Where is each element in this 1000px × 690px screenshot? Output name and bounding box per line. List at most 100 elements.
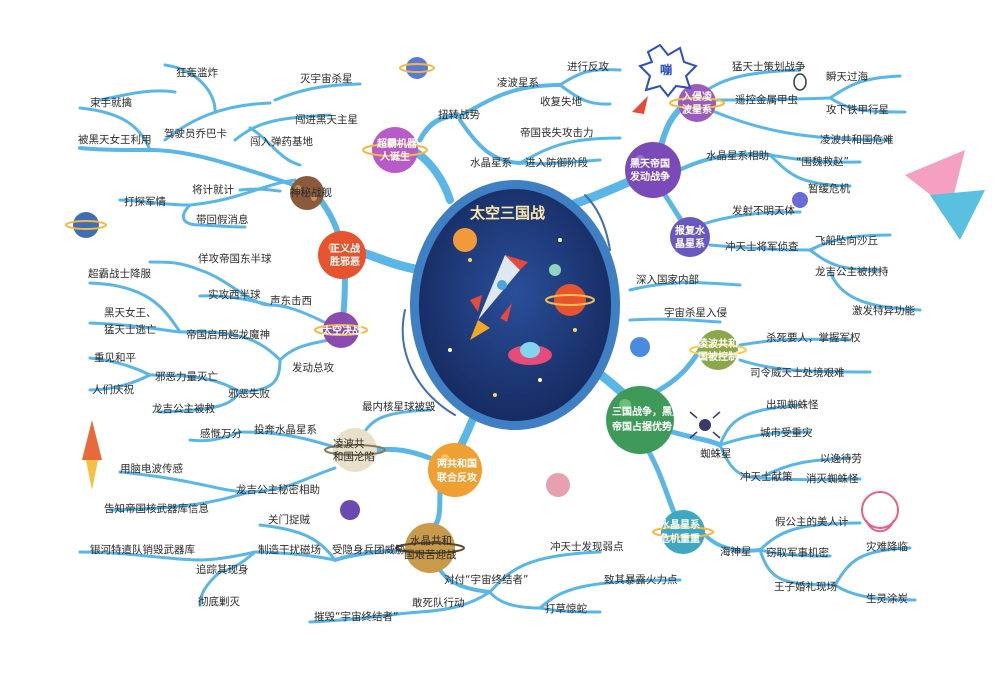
planet-label-zhengyi-1: 正义战 [330, 242, 360, 255]
label: 告知帝国核武器库信息 [104, 502, 209, 515]
label: 遥控金属甲虫 [735, 93, 798, 106]
beetle-icon [793, 73, 807, 91]
label: 声东击西 [270, 294, 312, 307]
small-rocket-left-icon [82, 420, 102, 490]
label: 深入国家内部 [636, 273, 699, 286]
planet-heitian: 黑天帝国 发动战争 [625, 142, 681, 198]
label: 蜘蛛星 [700, 447, 732, 460]
label: 窃取军事机密 [766, 546, 829, 559]
label: 冲天士献策 [740, 470, 793, 483]
planet-label-rujin-1: 入侵凌 [682, 90, 713, 103]
planet-label-shuijing-jian-2: 国艰苦迎战 [404, 548, 457, 561]
spaceship-right-icon [905, 150, 985, 240]
label: 司令威天士处境艰难 [750, 366, 845, 379]
planet-label-chaoba-2: 人诞生 [380, 150, 410, 163]
planet-label-baofu-1: 报复水 [675, 224, 706, 237]
label: 暂缓危机 [808, 182, 850, 195]
label: 摧毁“宇宙终结者” [314, 610, 398, 623]
label: 人们庆祝 [92, 383, 134, 396]
label: 狂轰滥炸 [176, 66, 218, 79]
label: 假公主的美人计 [775, 515, 849, 528]
label: 佯攻帝国东半球 [198, 252, 272, 265]
label: 制造干扰磁场 [258, 543, 321, 556]
label: 投奔水晶星系 [254, 423, 317, 436]
label: 扭转战势 [438, 108, 480, 121]
planet-shuijing-jian: 水晶共和 国艰苦迎战 [395, 523, 465, 573]
planet-label-liang-2: 联合反攻 [437, 471, 478, 484]
planet-label-shuijing-wei-1: 水晶星系 [659, 518, 700, 531]
boom-sticker: 嘣 [638, 43, 698, 98]
label: 闯进黑天主星 [295, 113, 358, 126]
label: 发动总攻 [292, 361, 334, 374]
label: 攻下铁甲行星 [826, 103, 889, 116]
planet-label-zhengyi-2: 胜邪恶 [329, 255, 360, 268]
boom-text: 嘣 [660, 62, 672, 77]
label: “围魏救赵” [796, 155, 849, 168]
planet-chaoba: 超霸机器 人诞生 [362, 127, 428, 173]
small-rocket-top-icon [632, 96, 648, 114]
label: 出现蜘蛛怪 [766, 398, 819, 411]
label: 重见和平 [94, 351, 136, 364]
planet-zhengyi: 正义战 胜邪恶 [318, 231, 366, 279]
label: 王子婚礼现场 [774, 580, 837, 593]
planet-label-shuijing-wei-2: 危机重重 [660, 532, 700, 545]
label: 激发特异功能 [852, 304, 915, 317]
planet-label-rujin-2: 波星系 [682, 103, 712, 116]
label: 进入防御阶段 [525, 156, 588, 169]
label: 用脑电波传感 [120, 462, 183, 475]
label: 关门捉贼 [268, 513, 310, 526]
label: 生灵涂炭 [866, 592, 908, 605]
label: 冲天士将军侦查 [725, 240, 799, 253]
planet-label-sanguo-1: 三国战争，黑天 [612, 405, 683, 418]
label: 束手就擒 [90, 96, 132, 109]
planet-label-lingbo-lun-2: 和国沦陷 [333, 450, 375, 463]
label: 以逸待劳 [820, 452, 862, 465]
planet-label-heitian-1: 黑天帝国 [630, 157, 670, 170]
label: 水晶星系相助 [706, 149, 769, 162]
label: 龙吉公主秘密相助 [236, 483, 320, 496]
branch-labels: 灭宇宙杀星 狂轰滥炸 束手就擒 驾驶员乔巴卡 被黑天女王利用 闯进黑天主星 闯入… [78, 60, 915, 623]
label: 水晶星系 [470, 157, 512, 169]
planet-label-baofu-2: 晶星系 [675, 237, 705, 250]
label: 瞬天过海 [826, 70, 868, 83]
label: 追踪其现身 [196, 563, 249, 576]
planet-sanguo: 三国战争，黑天 帝国占据优势 [606, 386, 683, 454]
center-title: 太空三国战 [470, 204, 545, 222]
planet-label-lingbo-bei-2: 国被控制 [698, 350, 738, 363]
label: 最内核星球被毁 [362, 400, 436, 413]
label: 猛天士策划战争 [732, 60, 806, 73]
label: 宇宙杀星入侵 [664, 306, 727, 319]
label: 对付“宇宙终结者” [444, 573, 528, 586]
label: 将计就计 [192, 183, 234, 196]
label: 闯入弹药基地 [250, 135, 313, 148]
planet-label-shuijing-jian-1: 水晶共和 [410, 535, 452, 547]
planet-liang: 两共和国 联合反攻 [428, 443, 482, 497]
label: 感慨万分 [200, 427, 242, 440]
rocket-icon [470, 255, 528, 340]
label: 邪恶力量灭亡 [155, 370, 218, 383]
planet-label-heitian-2: 发动战争 [629, 170, 670, 183]
label: 海神星 [720, 545, 752, 558]
label: 银河特遣队销毁武器库 [90, 543, 195, 556]
label: 彻底剿灭 [198, 595, 240, 608]
label: 实攻西半球 [208, 288, 261, 301]
label: 带回假消息 [196, 213, 249, 226]
decorative-planets [65, 57, 808, 520]
planet-taikong: 太空决战 [314, 312, 368, 348]
spider-icon [689, 411, 721, 439]
planet-label-taikong: 太空决战 [321, 324, 362, 337]
label: 飞船坠向沙丘 [815, 234, 878, 247]
label: 猛天士逃亡 [104, 323, 157, 336]
planet-rujin: 入侵凌 波星系 [669, 84, 725, 122]
label: 消灭蜘蛛怪 [806, 472, 859, 485]
label: 杀死要人，掌握军权 [766, 331, 861, 344]
planet-label-chaoba-1: 超霸机器 [376, 137, 418, 150]
center-node: 太空三国战 [410, 180, 620, 430]
girl-face-icon [861, 491, 899, 533]
label: 帝国启用超龙魔神 [186, 328, 270, 341]
label: 黑天女王、 [104, 306, 157, 319]
label: 邪恶失败 [228, 387, 270, 400]
label: 龙吉公主被挟持 [815, 265, 889, 278]
planet-label-lingbo-bei-1: 凌波共和 [698, 337, 738, 350]
